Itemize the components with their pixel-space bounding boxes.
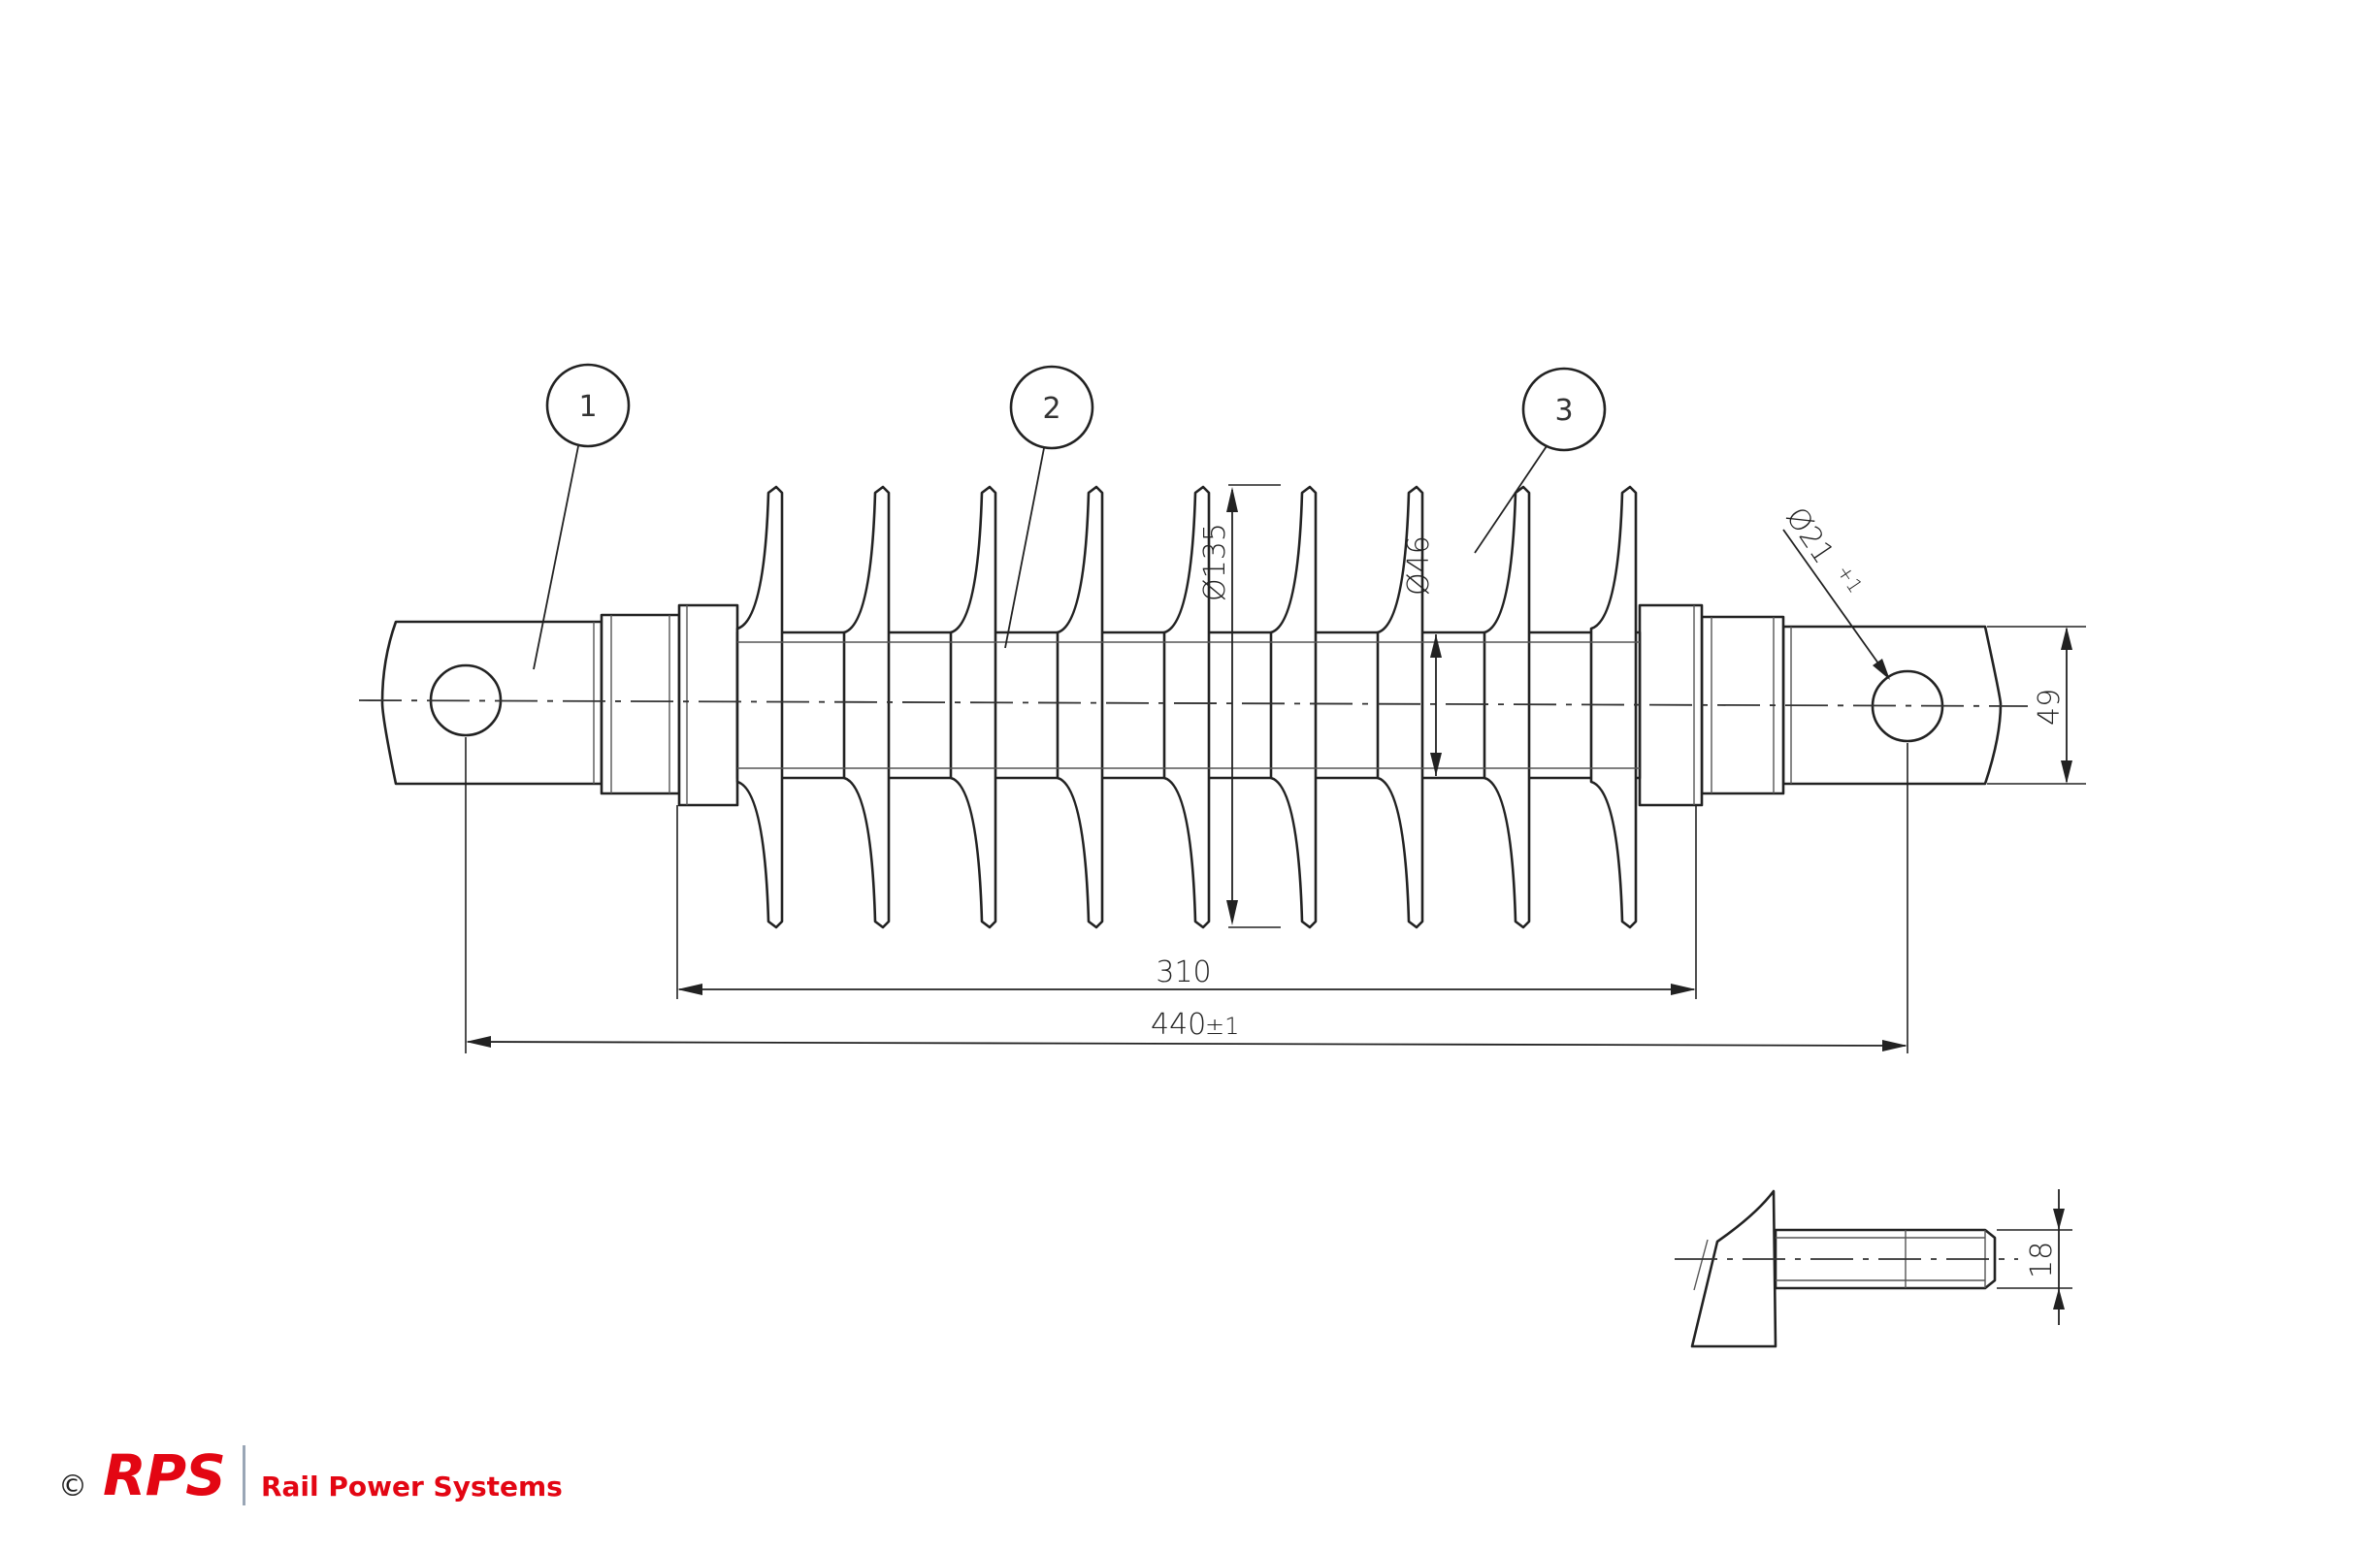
center-line [358, 699, 2029, 707]
shed [1376, 485, 1424, 929]
shed [949, 485, 997, 929]
left-collar [600, 613, 681, 795]
shed [1589, 485, 1638, 929]
sheds [735, 485, 1638, 929]
shed [1056, 485, 1104, 929]
dim-core-diameter: Ø46 [1402, 535, 1442, 776]
left-sleeve [677, 603, 739, 807]
dim-shed-diameter: Ø135 [1198, 484, 1281, 928]
svg-text:310: 310 [1156, 955, 1211, 989]
svg-text:Ø135: Ø135 [1198, 523, 1232, 601]
dim-insulation-length: 310 [676, 805, 1697, 999]
balloon-2: 2 [1004, 365, 1094, 649]
svg-text:2: 2 [1042, 392, 1060, 426]
dim-end-height: 49 [1987, 626, 2086, 785]
svg-text:440: 440 [1151, 1008, 1206, 1042]
svg-text:+1: +1 [1832, 561, 1867, 598]
svg-text:3: 3 [1554, 394, 1573, 428]
shed [1483, 485, 1531, 929]
shed [1269, 485, 1318, 929]
logo-mark: RPS [103, 1442, 226, 1508]
company-name: Rail Power Systems [260, 1470, 563, 1503]
svg-text:Ø46: Ø46 [1402, 535, 1436, 596]
detail-head [1690, 1189, 1777, 1348]
shed [1162, 485, 1211, 929]
balloon-1: 1 [533, 363, 631, 670]
insulator-body [358, 485, 2029, 929]
svg-text:1: 1 [578, 390, 597, 424]
shed [735, 485, 784, 929]
svg-text:±1: ±1 [1205, 1013, 1239, 1040]
detail-view: 18 [1675, 1189, 2072, 1348]
dim-total-length: 440 ±1 [465, 737, 1908, 1053]
copyright-symbol: © [58, 1470, 87, 1504]
svg-text:49: 49 [2033, 689, 2067, 726]
logo-divider [242, 1445, 245, 1505]
balloon-3: 3 [1474, 367, 1607, 554]
shed [842, 485, 891, 929]
svg-text:18: 18 [2025, 1242, 2059, 1278]
company-logo: RPS Rail Power Systems [103, 1445, 563, 1505]
